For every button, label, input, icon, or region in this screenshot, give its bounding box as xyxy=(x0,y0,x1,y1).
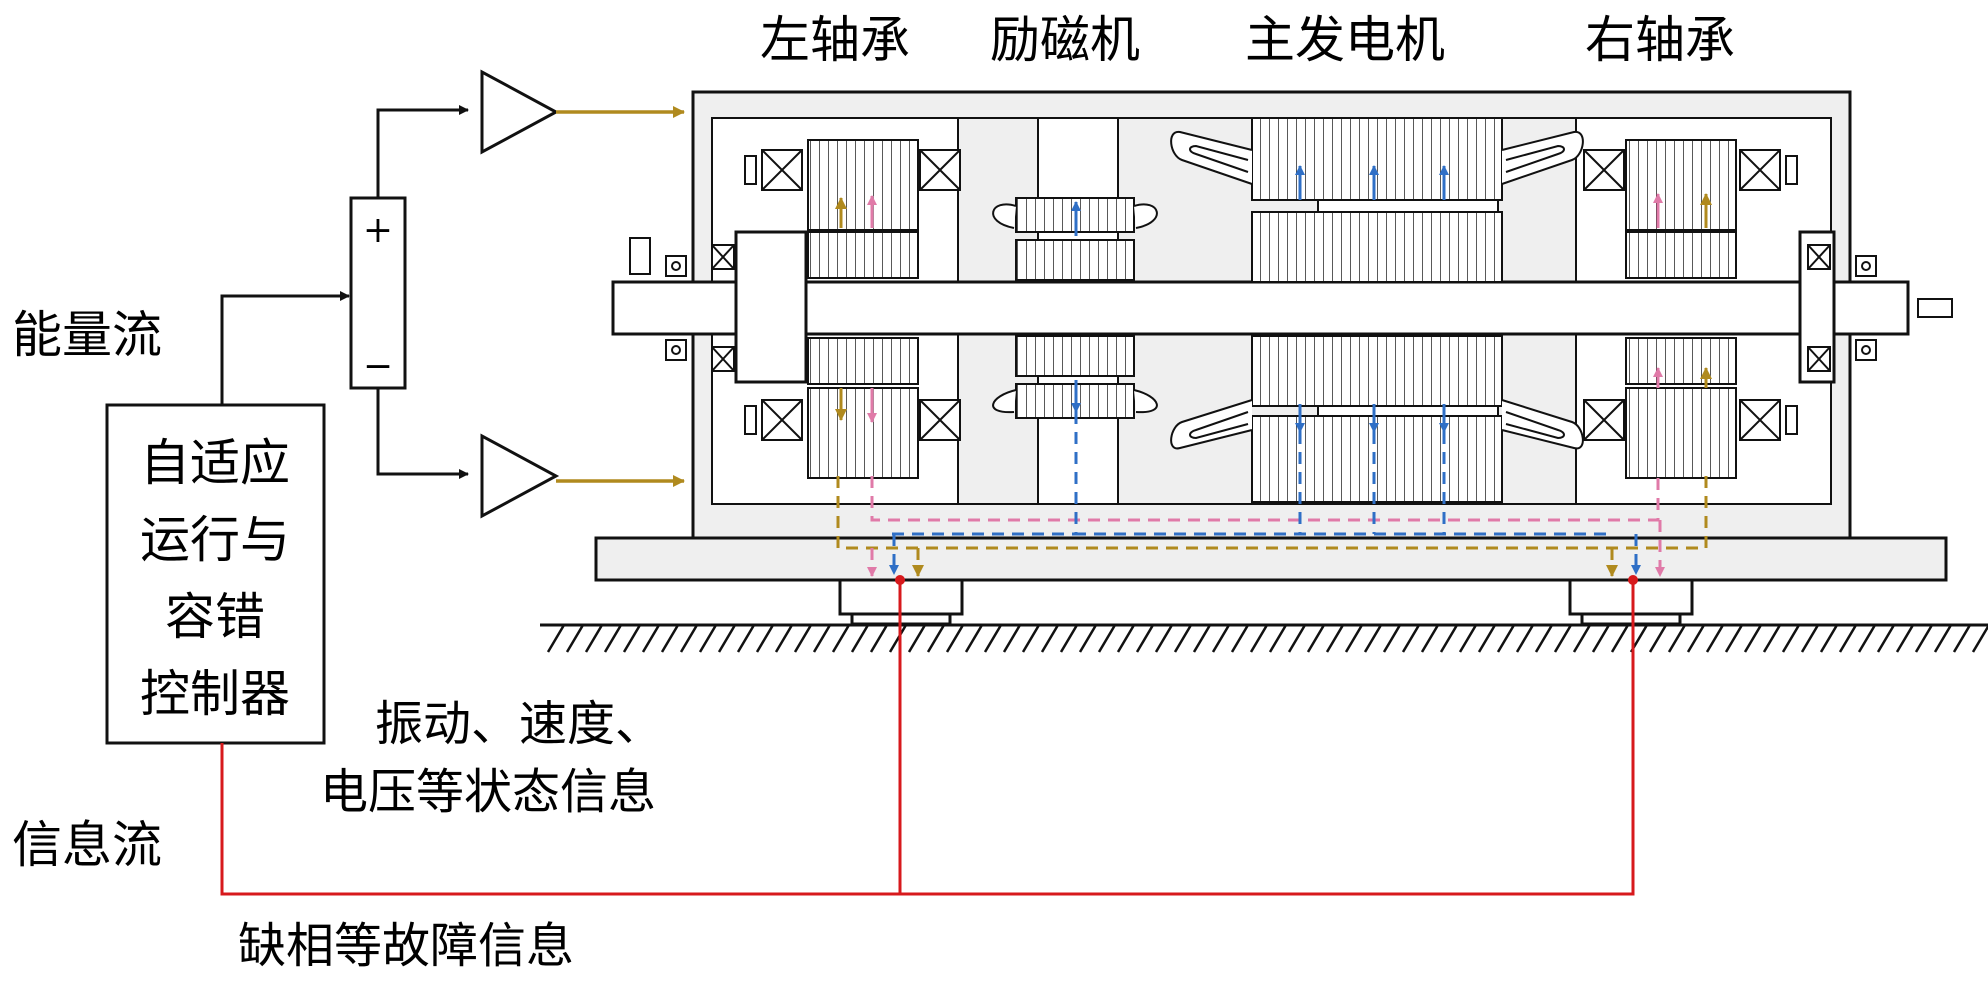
info-flow-lines xyxy=(220,580,1635,896)
status-info-line-2: 电压等状态信息 xyxy=(320,764,656,820)
controller-box: 自适应 运行与 容错 控制器 xyxy=(105,403,326,745)
left-bearing-label: 左轴承 xyxy=(760,11,910,69)
exciter-label: 励磁机 xyxy=(990,11,1140,69)
right-bearing-label: 右轴承 xyxy=(1585,11,1735,69)
left-magnetic-bearing xyxy=(744,139,961,479)
upper-amplifier-icon xyxy=(480,69,560,155)
machine-feet xyxy=(838,578,1694,626)
left-hub xyxy=(734,230,808,384)
energy-flow-label: 能量流 xyxy=(12,306,162,364)
upper-supply-line xyxy=(376,105,469,198)
minus-sign: − xyxy=(363,346,393,387)
flux-arrows xyxy=(835,165,1712,433)
right-shaft-end xyxy=(1917,298,1953,318)
dc-source: + − xyxy=(349,196,407,390)
status-info-line-1: 振动、速度、 xyxy=(375,696,663,752)
info-flow-label: 信息流 xyxy=(12,816,162,874)
main-generator-label: 主发电机 xyxy=(1245,11,1445,69)
auxiliary-bearings xyxy=(665,244,1877,372)
main-generator xyxy=(1170,117,1584,503)
right-sensor-node xyxy=(1628,575,1638,585)
controller-line-4: 控制器 xyxy=(140,665,290,723)
controller-line-3: 容错 xyxy=(165,588,265,646)
lower-amplifier-icon xyxy=(480,433,560,519)
plus-sign: + xyxy=(363,210,393,251)
controller-line-2: 运行与 xyxy=(140,511,290,569)
ground-hatching xyxy=(546,624,1988,653)
energy-flow-line xyxy=(220,291,350,405)
controller-line-1: 自适应 xyxy=(140,434,290,492)
left-sensor-node xyxy=(895,575,905,585)
lower-supply-line xyxy=(376,388,469,479)
left-sensor xyxy=(629,237,651,275)
sensor-signal-lines xyxy=(836,412,1708,577)
right-magnetic-bearing xyxy=(1583,139,1798,479)
fault-info-label: 缺相等故障信息 xyxy=(238,918,574,974)
